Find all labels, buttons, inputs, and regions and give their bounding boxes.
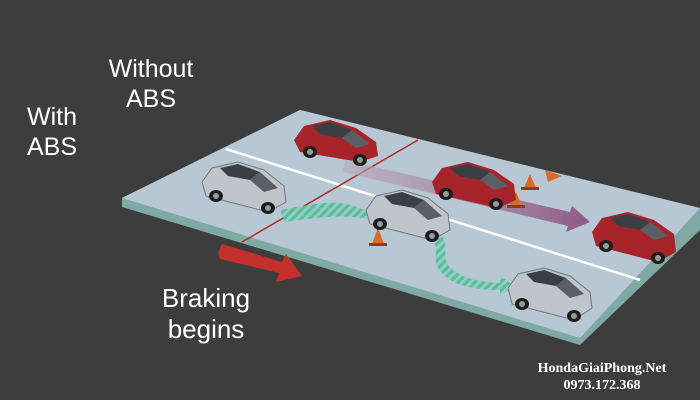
no-abs-car-end	[592, 212, 676, 264]
watermark-site: HondaGiaiPhong.Net	[537, 361, 667, 376]
abs-steer-path-2	[422, 228, 514, 296]
braking-begins-line-1: Braking	[161, 283, 251, 313]
abs-car-middle	[365, 189, 451, 242]
traffic-cone-fallen	[545, 170, 562, 182]
abs-steer-path	[280, 202, 375, 222]
braking-begins-line-2: begins	[167, 314, 245, 344]
abs-car-end	[507, 267, 593, 322]
with-abs-line-1: With	[27, 103, 77, 131]
traffic-cone	[507, 192, 525, 208]
without-abs-label: Without ABS	[92, 54, 210, 114]
traffic-cone	[369, 228, 387, 246]
abs-car-start	[201, 161, 287, 214]
without-abs-line-2: ABS	[125, 85, 177, 113]
braking-arrow	[218, 244, 302, 282]
without-abs-line-1: Without	[108, 55, 194, 83]
braking-start-line	[241, 139, 419, 243]
with-abs-line-2: ABS	[26, 133, 78, 161]
no-abs-car-start	[294, 120, 378, 166]
watermark: HondaGiaiPhong.Net 0973.172.368	[512, 360, 692, 394]
braking-begins-label: Braking begins	[140, 283, 272, 345]
traffic-cone	[521, 174, 539, 190]
no-abs-car-middle	[432, 162, 516, 210]
watermark-phone: 0973.172.368	[563, 378, 641, 393]
with-abs-label: With ABS	[12, 102, 92, 162]
